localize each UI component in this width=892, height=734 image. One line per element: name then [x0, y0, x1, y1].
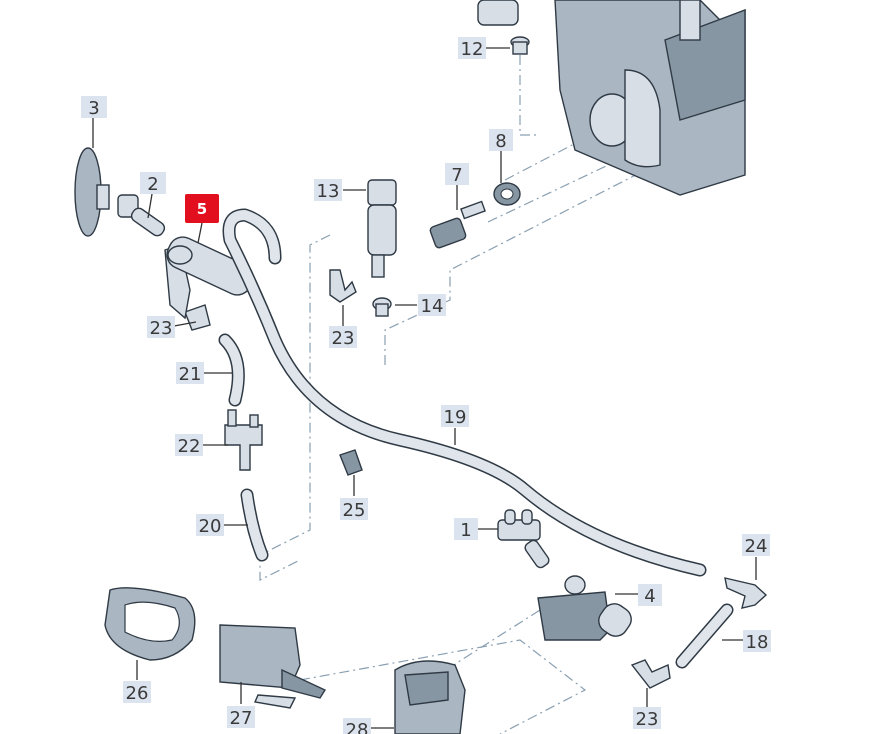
part-23-elbow-mid — [329, 269, 357, 303]
callout-25[interactable]: 25 — [340, 498, 368, 521]
leader-lines — [92, 47, 757, 729]
callout-1-text: 1 — [460, 520, 471, 541]
part-26-mounting-frame — [104, 587, 196, 661]
part-23-elbow-bottom — [630, 659, 671, 689]
callout-13[interactable]: 13 — [314, 179, 342, 202]
callout-7[interactable]: 7 — [445, 163, 469, 186]
callout-3[interactable]: 3 — [81, 96, 107, 119]
callout-8-text: 8 — [495, 131, 506, 152]
callout-19-text: 19 — [444, 407, 467, 428]
callout-23-bottom-text: 23 — [636, 709, 659, 730]
callout-27-text: 27 — [230, 708, 253, 729]
callout-2-text: 2 — [147, 174, 158, 195]
callout-2[interactable]: 2 — [140, 172, 166, 195]
callout-18-text: 18 — [746, 632, 769, 653]
callout-13-text: 13 — [317, 181, 340, 202]
part-21-hose — [240, 488, 269, 562]
callout-12[interactable]: 12 — [458, 37, 486, 60]
part-18-hose — [675, 603, 734, 669]
callout-4-text: 4 — [644, 586, 655, 607]
washer-fluid-reservoir — [554, 0, 746, 196]
callout-12-text: 12 — [461, 39, 484, 60]
callout-23-left-text: 23 — [150, 318, 173, 339]
part-12-grommet — [510, 36, 530, 55]
callout-24-text: 24 — [745, 536, 768, 557]
part-25-clip — [339, 449, 363, 476]
callout-27[interactable]: 27 — [227, 706, 255, 729]
part-7-level-sensor — [429, 200, 486, 249]
part-28-housing — [394, 660, 466, 734]
part-20-hose — [218, 333, 245, 407]
callout-28-text: 28 — [346, 720, 369, 734]
part-19-hose — [222, 208, 707, 577]
callout-23-mid[interactable]: 23 — [329, 326, 357, 349]
part-22-t-connector — [224, 409, 263, 471]
callout-28[interactable]: 28 — [343, 718, 371, 734]
callout-22-text: 22 — [178, 436, 201, 457]
callout-26[interactable]: 26 — [123, 681, 151, 704]
callout-19[interactable]: 19 — [441, 405, 469, 428]
callout-20[interactable]: 21 — [176, 362, 204, 385]
callout-5-highlighted[interactable]: 5 — [185, 194, 219, 223]
part-5-telescopic-cylinder — [164, 236, 254, 320]
callout-18[interactable]: 18 — [743, 630, 771, 653]
callout-23-mid-text: 23 — [332, 328, 355, 349]
part-3-nozzle-cap — [74, 147, 110, 237]
callout-1[interactable]: 1 — [454, 518, 478, 541]
callout-20-text: 21 — [179, 364, 202, 385]
callout-23-bottom[interactable]: 23 — [633, 707, 661, 730]
callout-26-text: 26 — [126, 683, 149, 704]
callout-24[interactable]: 24 — [742, 534, 770, 557]
callout-14[interactable]: 14 — [418, 294, 446, 317]
part-1-y-connector — [497, 509, 550, 569]
part-14-grommet — [372, 297, 392, 317]
callout-23-left[interactable]: 23 — [147, 316, 175, 339]
part-8-seal — [493, 182, 521, 206]
callout-5-text: 5 — [197, 200, 207, 218]
part-23-elbow-left — [184, 304, 211, 331]
callout-22[interactable]: 22 — [175, 434, 203, 457]
part-top-pump-fragment — [477, 0, 519, 26]
callout-4[interactable]: 4 — [638, 584, 662, 607]
callout-25-text: 25 — [343, 500, 366, 521]
callout-21[interactable]: 20 — [196, 514, 224, 537]
part-4-pump — [537, 575, 632, 641]
part-27-bracket — [219, 624, 327, 709]
callout-3-text: 3 — [88, 98, 99, 119]
callout-labels: 3 2 5 13 12 8 7 14 23 23 21 22 20 19 25 … — [81, 37, 771, 734]
part-24-elbow — [724, 577, 768, 609]
callout-21-text: 20 — [199, 516, 222, 537]
part-2-spray-nozzle — [117, 194, 166, 237]
callout-7-text: 7 — [451, 165, 462, 186]
callout-14-text: 14 — [421, 296, 444, 317]
part-13-washer-pump — [367, 179, 397, 278]
callout-8[interactable]: 8 — [489, 129, 513, 152]
